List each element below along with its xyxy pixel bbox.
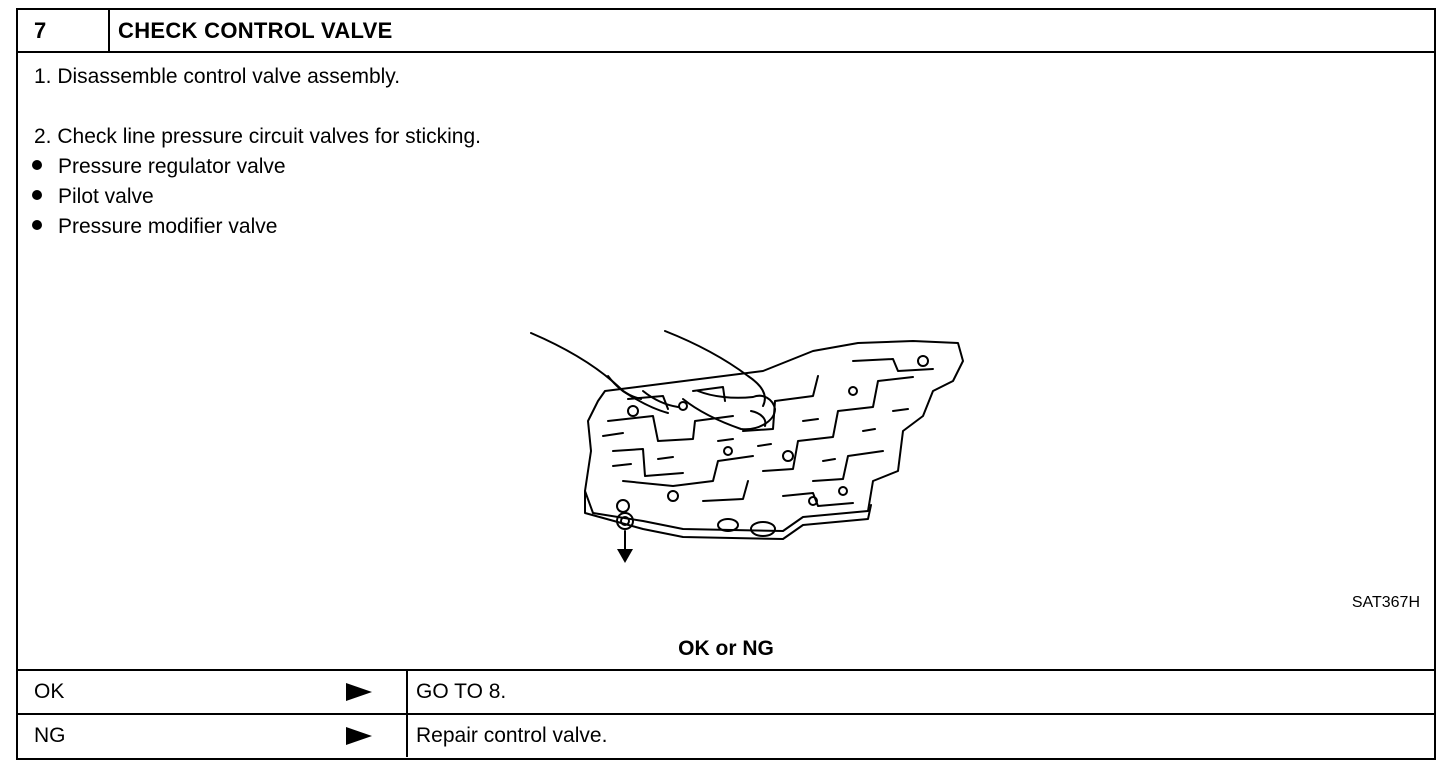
step-body: 1. Disassemble control valve assembly. 2… [18, 53, 1434, 669]
instruction-step-1: 1. Disassemble control valve assembly. [34, 65, 401, 88]
bullet-icon [32, 160, 42, 171]
step-header: 7 CHECK CONTROL VALVE [18, 10, 1434, 53]
result-action: Repair control valve. [416, 724, 608, 747]
result-action: GO TO 8. [416, 680, 507, 703]
valve-list-item: Pilot valve [32, 185, 154, 209]
valve-list-item: Pressure modifier valve [32, 215, 277, 239]
step-title: CHECK CONTROL VALVE [118, 18, 393, 43]
arrow-right-icon [346, 683, 372, 701]
figure-code: SAT367H [1351, 594, 1420, 611]
step-number: 7 [18, 10, 110, 51]
result-row-ok: OK GO TO 8. [18, 669, 1434, 713]
valve-label: Pilot valve [58, 185, 154, 208]
valve-label: Pressure modifier valve [58, 215, 278, 238]
procedure-step-table: 7 CHECK CONTROL VALVE 1. Disassemble con… [16, 8, 1436, 760]
result-label: OK [34, 680, 65, 703]
column-divider [406, 715, 408, 757]
result-label: NG [34, 724, 66, 747]
bullet-icon [32, 190, 42, 201]
bullet-icon [32, 220, 42, 231]
arrow-right-icon [346, 727, 372, 745]
valve-label: Pressure regulator valve [58, 155, 286, 178]
verdict-label: OK or NG [678, 637, 774, 660]
result-row-ng: NG Repair control valve. [18, 713, 1434, 757]
instruction-step-2: 2. Check line pressure circuit valves fo… [34, 125, 481, 148]
column-divider [406, 671, 408, 713]
control-valve-illustration [530, 330, 964, 563]
valve-list-item: Pressure regulator valve [32, 155, 286, 179]
